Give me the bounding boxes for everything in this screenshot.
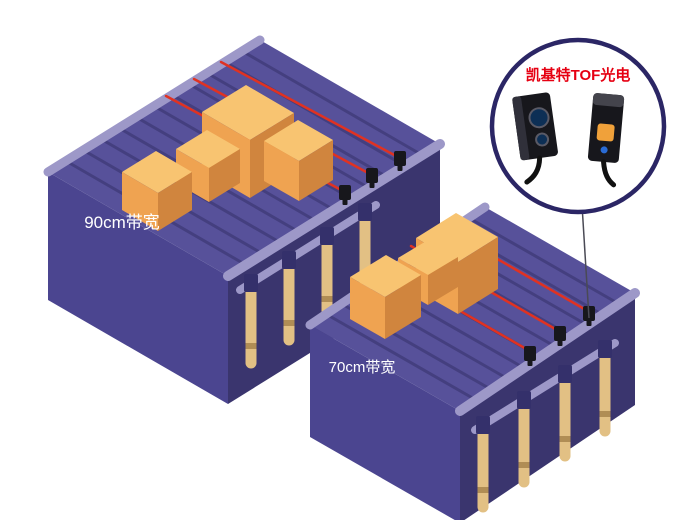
conveyor-right-face: [460, 293, 635, 520]
sensor-product-front-view: [512, 92, 558, 185]
support-leg: [320, 227, 334, 322]
belt-edge-rail-near: [223, 139, 445, 281]
tof-sensor: [524, 346, 536, 366]
box-front: [176, 149, 209, 202]
support-legs-70cm: [471, 339, 619, 513]
callout-title: 凯基特TOF光电: [526, 66, 631, 84]
sensor-cable: [601, 159, 617, 188]
box-side: [158, 172, 192, 231]
leg-rail: [471, 339, 619, 434]
sensor-cable: [524, 155, 543, 185]
belt2-width-label: 70cm带宽: [329, 359, 396, 376]
support-leg: [282, 251, 296, 346]
cardboard-box: [350, 255, 421, 339]
box-side: [209, 149, 240, 202]
conveyor-70cm: 70cm带宽: [305, 202, 640, 520]
box-front: [264, 141, 299, 201]
sensor-top-cap: [592, 93, 625, 108]
support-leg: [517, 391, 531, 488]
laser-beam: [219, 60, 400, 159]
box-front: [122, 172, 158, 231]
leg-clamp: [282, 251, 296, 269]
box-top: [122, 151, 192, 193]
callout-bubble: 凯基特TOF光电: [489, 37, 667, 215]
cardboard-boxes-70cm: [350, 213, 498, 339]
leg-rail: [236, 201, 380, 294]
box-side: [385, 275, 421, 339]
conveyor-right-face: [228, 144, 440, 404]
support-leg: [476, 416, 490, 513]
tof-sensor: [339, 185, 351, 205]
support-leg: [244, 274, 258, 369]
leg-clamp: [244, 274, 258, 292]
box-top: [398, 240, 458, 275]
belt-edge-rail-near: [455, 288, 640, 416]
sensor-side-highlight: [512, 96, 530, 161]
tof-sensor: [394, 151, 406, 171]
box-top: [176, 130, 240, 168]
box-side: [458, 237, 498, 314]
cardboard-box: [122, 151, 192, 231]
support-legs-90cm: [236, 201, 380, 369]
box-top: [202, 85, 294, 140]
box-front: [350, 277, 385, 339]
sensor-lens-small: [535, 132, 550, 147]
cardboard-box: [264, 120, 333, 201]
leg-clamp: [476, 416, 490, 434]
tof-sensors-90cm: [339, 151, 406, 205]
conveyor-belt-surface: [310, 207, 635, 411]
sensor-indicator-orange: [596, 123, 615, 142]
sensor-indicator-blue: [600, 146, 608, 154]
leg-clamp: [558, 365, 572, 383]
cardboard-box: [176, 130, 240, 202]
leg-clamp: [517, 391, 531, 409]
support-leg: [598, 340, 612, 437]
box-top: [350, 255, 421, 297]
conveyor-front-face: [48, 172, 228, 404]
support-leg: [558, 365, 572, 462]
tof-sensor: [554, 326, 566, 346]
sensor-lens-large: [528, 107, 550, 129]
conveyor-front-face: [310, 325, 460, 520]
leg-clamp: [320, 227, 334, 245]
tof-sensor: [366, 168, 378, 188]
cardboard-boxes-90cm: [122, 85, 333, 231]
leg-clamp: [598, 340, 612, 358]
box-side: [299, 140, 333, 201]
sensor-product-back-view: [587, 93, 625, 188]
belt1-width-label: 90cm带宽: [84, 213, 160, 232]
conveyor-90cm: 90cm带宽: [43, 35, 445, 404]
box-side: [428, 257, 458, 305]
belt-edge-rail-far: [43, 35, 265, 177]
box-top: [264, 120, 333, 161]
box-top: [416, 213, 498, 262]
leg-clamp: [358, 203, 372, 221]
